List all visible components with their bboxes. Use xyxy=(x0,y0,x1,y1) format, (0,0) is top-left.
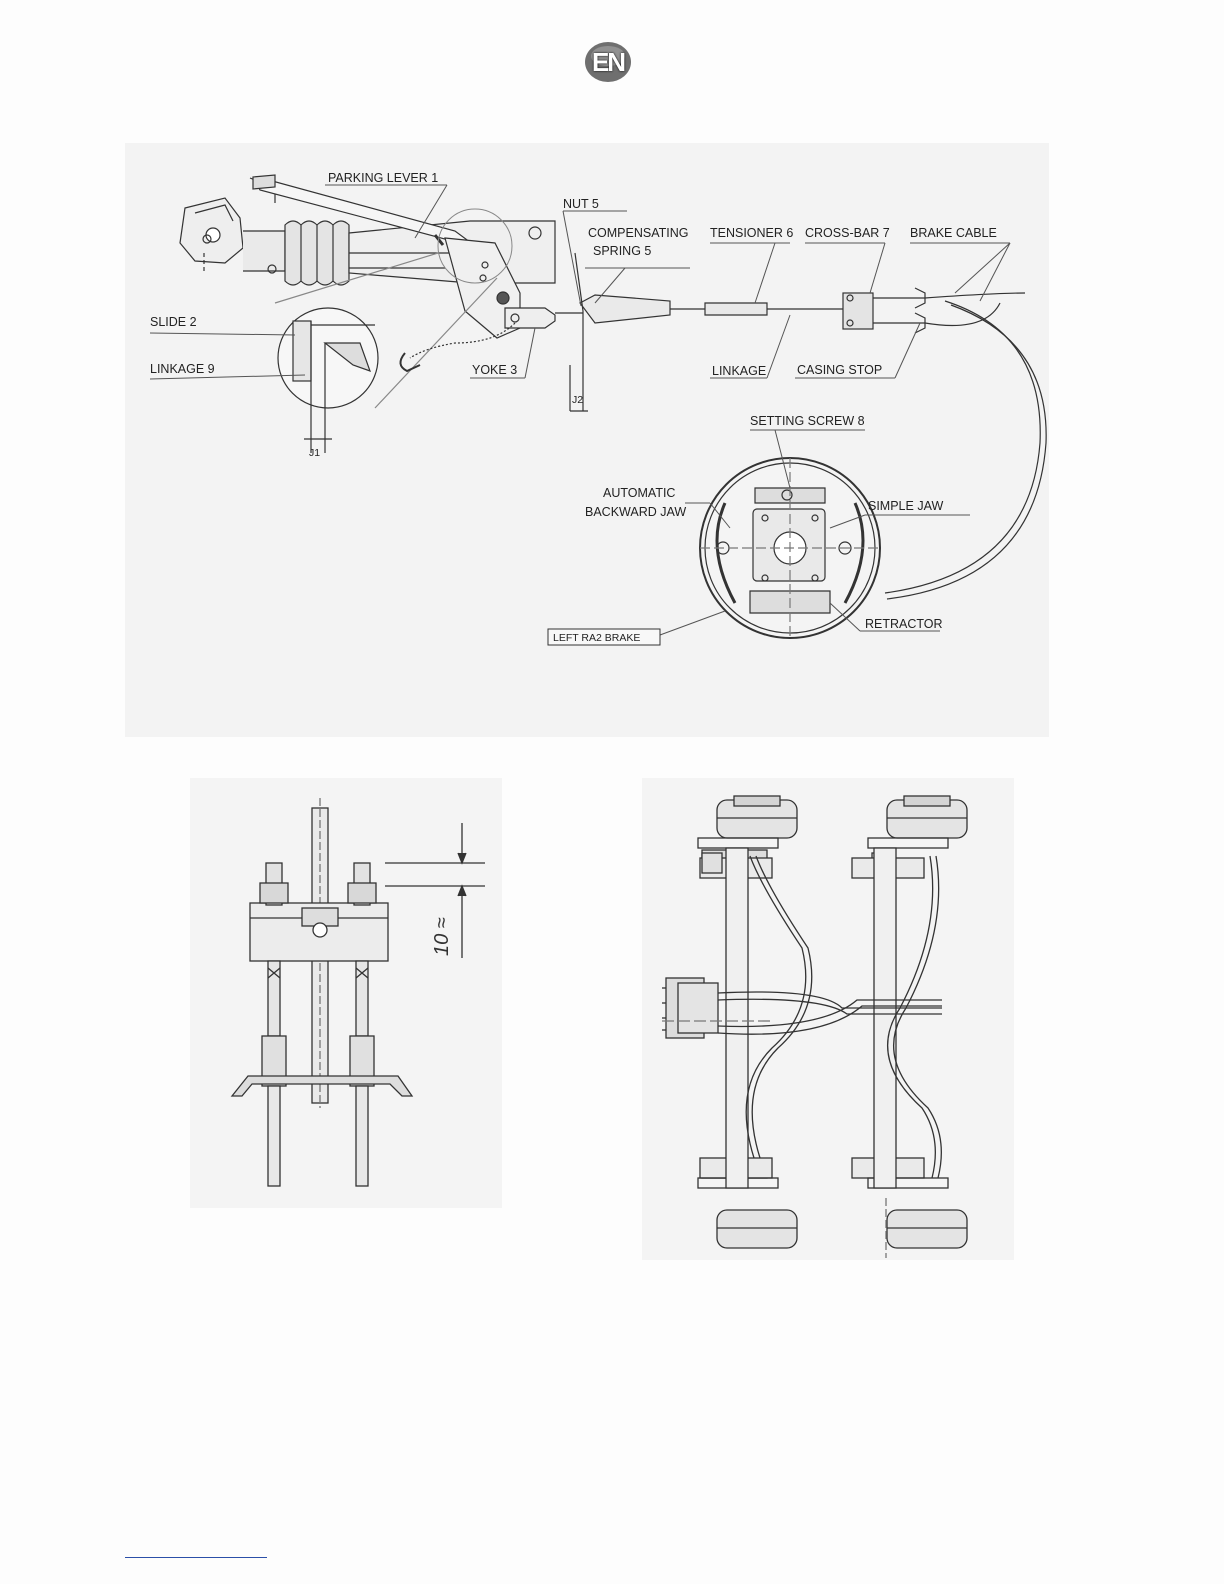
crossbar-detail-diagram: 10 ≈ xyxy=(190,778,502,1208)
label-tensioner: TENSIONER 6 xyxy=(710,226,793,240)
label-automatic-line1: AUTOMATIC xyxy=(603,486,675,500)
label-slide: SLIDE 2 xyxy=(150,315,197,329)
label-setting-screw: SETTING SCREW 8 xyxy=(750,414,865,428)
label-yoke: YOKE 3 xyxy=(472,363,517,377)
label-parking-lever: PARKING LEVER 1 xyxy=(328,171,438,185)
label-nut: NUT 5 xyxy=(563,197,599,211)
label-retractor: RETRACTOR xyxy=(865,617,943,631)
braking-system-drawing: PARKING LEVER 1 NUT 5 COMPENSATING SPRIN… xyxy=(125,143,1049,737)
label-j2: J2 xyxy=(572,394,583,406)
label-casing-stop: CASING STOP xyxy=(797,363,882,377)
footnote-rule xyxy=(125,1557,267,1558)
label-automatic-line2: BACKWARD JAW xyxy=(585,505,686,519)
twin-axle-drawing xyxy=(642,778,1014,1260)
label-compensating-line2: SPRING 5 xyxy=(593,244,651,258)
label-simple-jaw: SIMPLE JAW xyxy=(868,499,943,513)
language-badge-text: EN xyxy=(583,40,633,84)
label-compensating-line1: COMPENSATING xyxy=(588,226,688,240)
label-brake-cable: BRAKE CABLE xyxy=(910,226,997,240)
label-left-ra2-brake: LEFT RA2 BRAKE xyxy=(553,632,640,644)
label-linkage-9: LINKAGE 9 xyxy=(150,362,215,376)
label-j1: J1 xyxy=(309,447,320,459)
crossbar-detail-drawing: 10 ≈ xyxy=(190,778,502,1208)
label-linkage: LINKAGE xyxy=(712,364,766,378)
twin-axle-cable-diagram xyxy=(642,778,1014,1260)
dimension-label: 10 ≈ xyxy=(431,917,453,956)
language-badge: EN xyxy=(583,40,633,84)
label-crossbar: CROSS-BAR 7 xyxy=(805,226,890,240)
braking-system-diagram: PARKING LEVER 1 NUT 5 COMPENSATING SPRIN… xyxy=(125,143,1049,737)
